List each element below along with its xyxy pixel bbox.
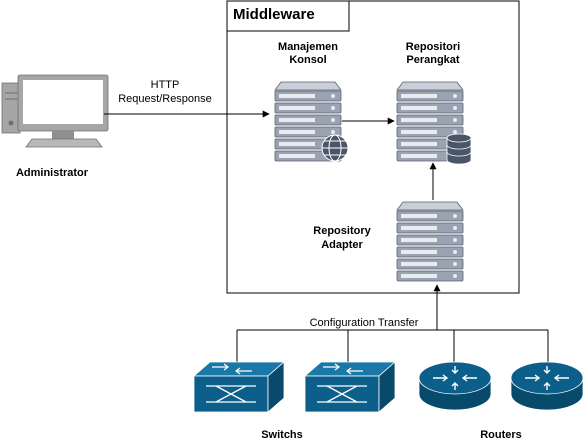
router-icon [510, 361, 583, 411]
manajemen-konsol-label-line1: Manajemen [278, 41, 338, 53]
routers-label: Routers [480, 429, 522, 441]
http-label-line1: HTTP [151, 79, 180, 91]
repository-adapter-label-line2: Adapter [321, 239, 363, 251]
repositori-perangkat-label-line2: Perangkat [406, 54, 460, 66]
web-server-icon [275, 82, 349, 162]
desktop-computer-icon [1, 74, 109, 148]
middleware-title-box [226, 0, 350, 32]
repositori-perangkat-label-line1: Repositori [406, 41, 460, 53]
network-switch-icon [192, 361, 286, 413]
server-icon [397, 202, 463, 281]
router-icon [418, 361, 492, 411]
middleware-title: Middleware [233, 6, 315, 23]
network-switch-icon [303, 361, 397, 413]
administrator-label: Administrator [16, 167, 89, 179]
http-label-line2: Request/Response [118, 93, 212, 105]
manajemen-konsol-label-line2: Konsol [289, 54, 326, 66]
repository-adapter-label-line1: Repository [313, 225, 371, 237]
middleware-boundary [226, 0, 520, 294]
config-transfer-label: Configuration Transfer [310, 317, 419, 329]
database-server-icon [397, 82, 472, 165]
switches-label: Switchs [261, 429, 303, 441]
